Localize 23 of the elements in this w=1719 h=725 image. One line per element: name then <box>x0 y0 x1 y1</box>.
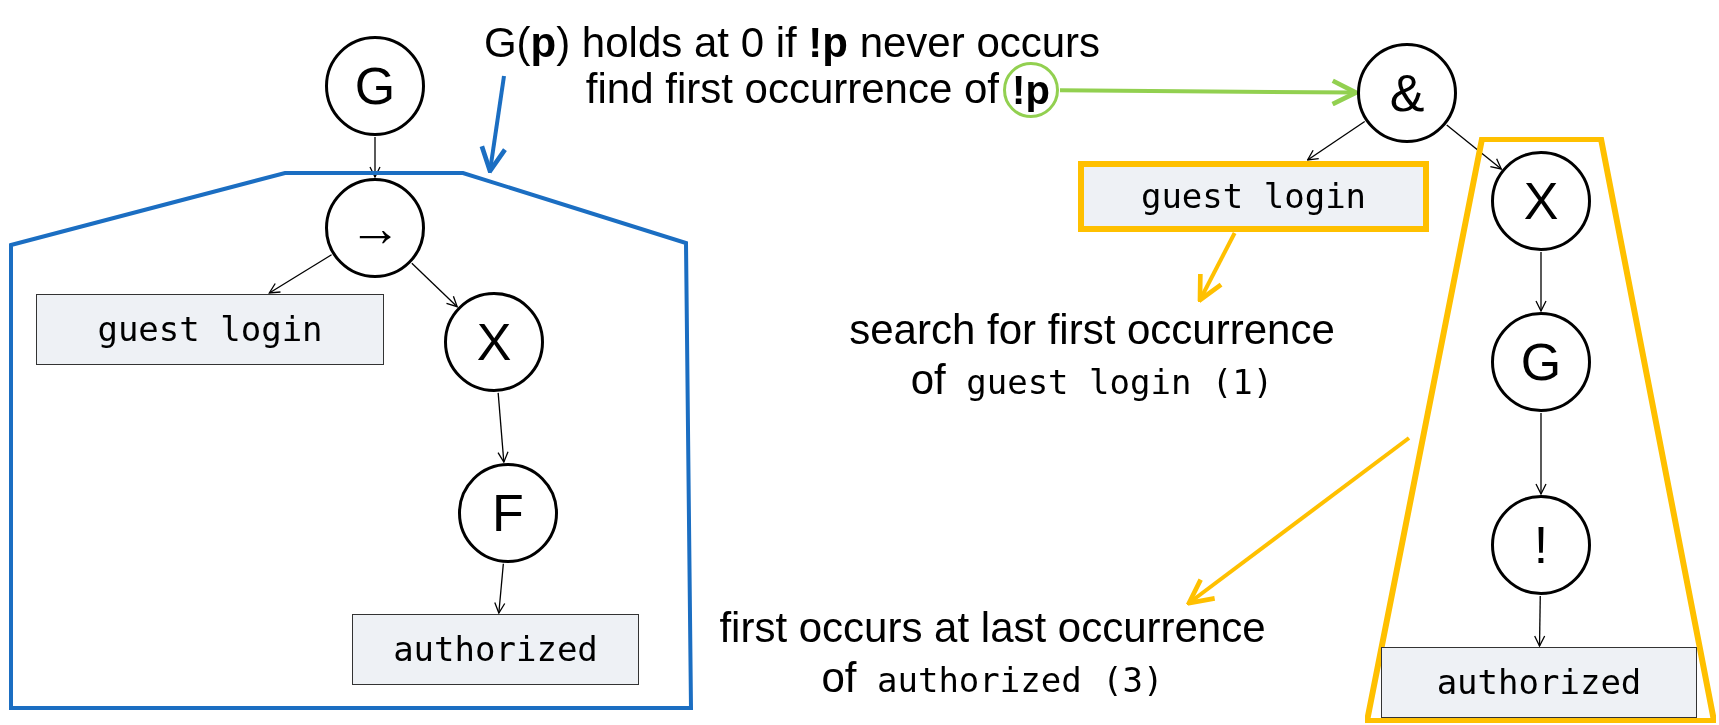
proposition-box: guest login <box>36 294 384 365</box>
annotation-text: find first occurrence of <box>585 65 999 114</box>
subtree-outline <box>9 171 693 710</box>
arrow <box>1186 436 1411 606</box>
annotation-text: first occurs at last occurrence of authorized (3) <box>705 603 1280 713</box>
arrow <box>369 136 381 178</box>
arrow <box>1535 251 1547 312</box>
arrow <box>1446 124 1502 170</box>
subtree-outline <box>1365 137 1716 723</box>
arrow <box>1060 78 1359 107</box>
arrow <box>1534 595 1546 647</box>
arrow <box>1535 412 1547 495</box>
proposition-box: authorized <box>352 614 639 685</box>
annotation-text: search for first occurrence of guest login (1) <box>832 305 1352 415</box>
arrow <box>1307 120 1366 161</box>
arrow <box>494 563 506 614</box>
arrow <box>479 75 508 174</box>
proposition-box: guest login <box>1078 161 1429 232</box>
arrow <box>411 262 458 308</box>
arrow <box>1197 232 1237 303</box>
arrow <box>268 254 333 294</box>
arrow <box>497 392 509 463</box>
proposition-box: authorized <box>1381 647 1697 718</box>
